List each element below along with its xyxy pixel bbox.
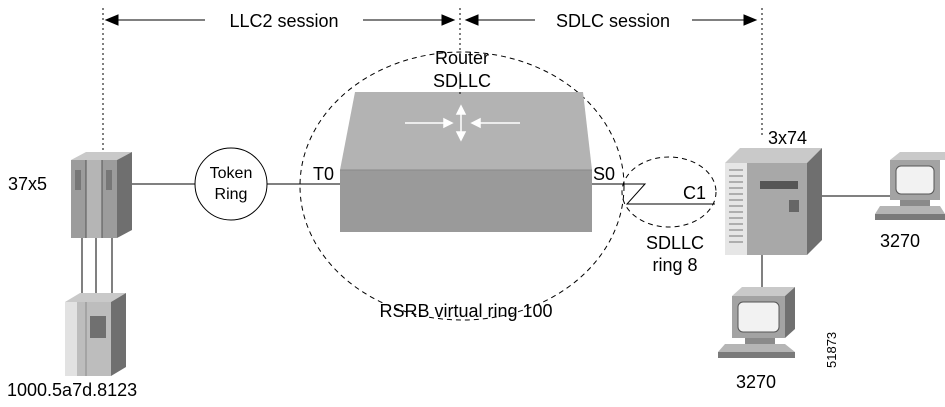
fep-label: 37x5 [8, 174, 47, 194]
sdlc-arrowhead-left [464, 14, 479, 26]
controller-label: 3x74 [768, 128, 807, 148]
sdllc-ring-ellipse [621, 156, 717, 228]
router-port-t0: T0 [313, 164, 334, 184]
router-label-line2: SDLLC [433, 71, 491, 91]
token-ring-icon [194, 147, 268, 221]
figure-id-label: 51873 [824, 332, 839, 368]
sdllc-ring-label-line2: ring 8 [652, 255, 697, 275]
controller-3x74-icon [725, 148, 822, 255]
sdlc-session-label: SDLC session [556, 11, 670, 31]
token-ring-label-line2: Ring [215, 186, 248, 203]
serial-link-zigzag [592, 183, 715, 205]
host-address-label: 1000.5a7d.8123 [7, 380, 137, 400]
llc2-arrowhead-right [441, 14, 456, 26]
sdllc-ring-label-line1: SDLLC [646, 233, 704, 253]
rsrb-label: RSRB virtual ring 100 [379, 301, 552, 321]
router [340, 72, 592, 232]
router-top-face [340, 92, 592, 170]
token-ring-label-line1: Token [210, 165, 253, 182]
terminal-right-icon [875, 152, 945, 220]
terminal-bottom-icon [718, 287, 795, 358]
router-symbol-arrows-icon [405, 104, 520, 142]
terminal-right-label: 3270 [880, 231, 920, 251]
router-front-face [340, 170, 592, 232]
terminal-bottom-label: 3270 [736, 372, 776, 392]
sdlc-arrowhead-right [743, 14, 758, 26]
controller-port-c1: C1 [683, 183, 706, 203]
session-indicators [102, 8, 763, 152]
fep-37x5-icon [71, 152, 132, 238]
router-port-s0: S0 [593, 164, 615, 184]
host-mainframe-icon [65, 293, 126, 376]
llc2-arrowhead-left [104, 14, 119, 26]
router-label-line1: Router [435, 48, 489, 68]
rsrb-virtual-ring-ellipse [299, 51, 625, 321]
links [81, 183, 890, 298]
llc2-session-label: LLC2 session [229, 11, 338, 31]
